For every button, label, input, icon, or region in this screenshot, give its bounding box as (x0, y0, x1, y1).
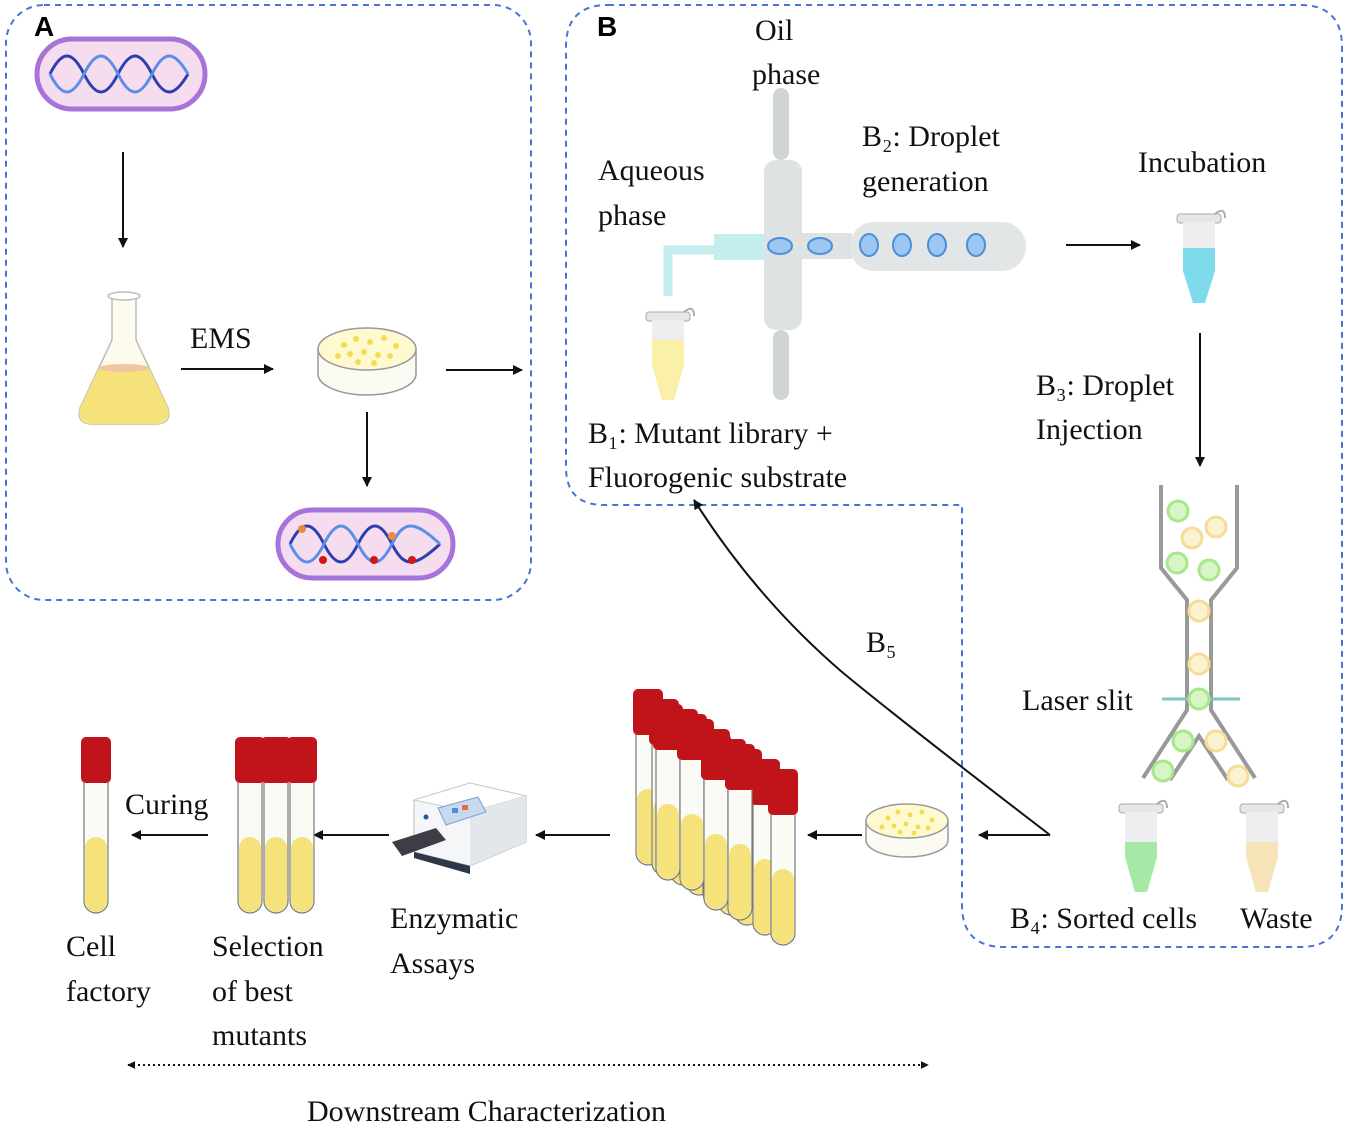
eppendorf-tube-icon (1239, 799, 1289, 893)
b5-label: B₅ (866, 626, 896, 659)
b4-label: B₄: Sorted cells (1010, 902, 1197, 935)
laser-slit-label: Laser slit (1022, 684, 1133, 717)
ems-label: EMS (190, 322, 252, 355)
culture-tube-icon (80, 736, 112, 914)
b3-label-2: Injection (1036, 413, 1143, 446)
eppendorf-tube-icon (645, 307, 695, 401)
downstream-label: Downstream Characterization (307, 1095, 666, 1127)
b1-label-1: B₁: Mutant library + (588, 417, 833, 450)
curing-label: Curing (125, 788, 208, 821)
eppendorf-tube-icon (1118, 799, 1168, 893)
aqueous-phase-label-1: Aqueous (598, 154, 705, 187)
plate-reader-icon (392, 782, 528, 874)
panel-b-letter: B (597, 11, 617, 42)
aqueous-phase-label-2: phase (598, 199, 666, 232)
panel-b-border (565, 4, 1343, 948)
oil-phase-label-1: Oil (755, 14, 793, 47)
selection-label-3: mutants (212, 1019, 307, 1052)
selection-label-2: of best (212, 975, 293, 1008)
b3-label-1: B₃: Droplet (1036, 369, 1175, 402)
incubation-label: Incubation (1138, 146, 1266, 179)
microfluidic-chip-icon (663, 88, 1026, 400)
mutant-plasmid-icon (275, 507, 456, 581)
culture-tube-rack (632, 688, 799, 946)
flask-icon (78, 291, 170, 425)
enzymatic-label-2: Assays (390, 947, 475, 980)
cell-factory-label-1: Cell (66, 930, 116, 963)
culture-tube-icon (260, 736, 292, 914)
eppendorf-tube-icon (1176, 209, 1226, 303)
droplet-sorter-icon (1141, 485, 1257, 788)
plasmid-icon (34, 36, 208, 112)
cell-factory-label-2: factory (66, 975, 151, 1008)
culture-tube-icon (767, 768, 799, 946)
b2-label-2: generation (862, 165, 989, 198)
culture-tube-icon (724, 743, 756, 921)
petri-dish-icon (317, 327, 417, 396)
b2-label-1: B₂: Droplet (862, 120, 1001, 153)
enzymatic-label-1: Enzymatic (390, 902, 518, 935)
selection-label-1: Selection (212, 930, 324, 963)
culture-tube-icon (286, 736, 318, 914)
panel-a-letter: A (34, 11, 54, 42)
petri-dish-icon (865, 803, 949, 858)
oil-phase-label-2: phase (752, 58, 820, 91)
culture-tube-icon (234, 736, 266, 914)
b1-label-2: Fluorogenic substrate (588, 461, 847, 494)
waste-label: Waste (1240, 902, 1313, 935)
panel-a-border (5, 4, 532, 601)
